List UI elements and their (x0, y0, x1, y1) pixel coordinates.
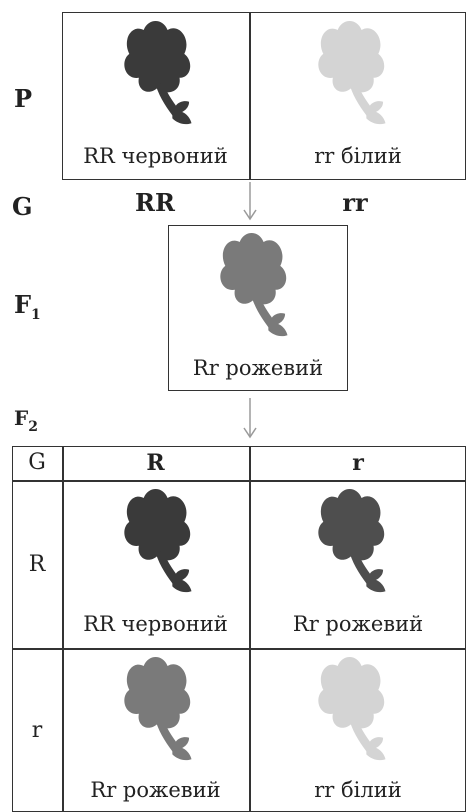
flower-rr-white-shape (318, 656, 386, 761)
flower-rr-red-shape (124, 488, 192, 593)
punnett-row-divider-2 (12, 648, 466, 650)
label-f2-sub: 2 (28, 419, 38, 435)
flower-pink-f1-shape (220, 232, 288, 337)
parent-right-caption: rr білий (314, 144, 402, 168)
punnett-col-header-2: r (352, 450, 364, 476)
label-f1-base: F (14, 290, 32, 319)
gamete-left: RR (135, 188, 175, 217)
label-f1-sub: 1 (31, 307, 41, 323)
flower-rr-red (124, 488, 192, 593)
punnett-cell-2-2: rr білий (314, 778, 402, 802)
gamete-right: rr (342, 188, 368, 217)
flower-rr-pink-bottom (124, 656, 192, 761)
label-g: G (12, 192, 33, 221)
parent-left-caption: RR червоний (83, 144, 228, 168)
f1-box (168, 225, 348, 391)
f1-caption: Rr рожевий (192, 356, 324, 380)
flower-white-parent (318, 20, 386, 125)
flower-red-parent (124, 20, 192, 125)
label-f2: F2 (14, 406, 38, 435)
punnett-row-header-1: R (28, 552, 46, 577)
label-p: P (14, 84, 33, 113)
flower-rr-white (318, 656, 386, 761)
flower-rr-pink-top-shape (318, 488, 386, 593)
punnett-col-header-1: R (146, 450, 165, 476)
flower-pink-f1 (220, 232, 288, 337)
flower-white-parent-shape (318, 20, 386, 125)
punnett-cell-2-1: Rr рожевий (90, 778, 221, 802)
arrow-to-f1 (243, 182, 257, 221)
punnett-row-divider-1 (12, 480, 466, 482)
label-f2-base: F (14, 406, 29, 430)
punnett-col-divider-2 (249, 446, 251, 812)
label-f1: F1 (14, 290, 41, 323)
arrow-to-f2 (243, 398, 257, 439)
flower-red-parent-shape (124, 20, 192, 125)
flower-rr-pink-bottom-shape (124, 656, 192, 761)
punnett-col-divider-1 (62, 446, 64, 812)
punnett-row-header-2: r (31, 718, 43, 743)
punnett-cell-1-2: Rr рожевий (292, 612, 424, 636)
punnett-cell-1-1: RR червоний (83, 612, 228, 636)
parents-divider (249, 12, 251, 180)
punnett-corner: G (28, 450, 46, 475)
flower-rr-pink-top (318, 488, 386, 593)
